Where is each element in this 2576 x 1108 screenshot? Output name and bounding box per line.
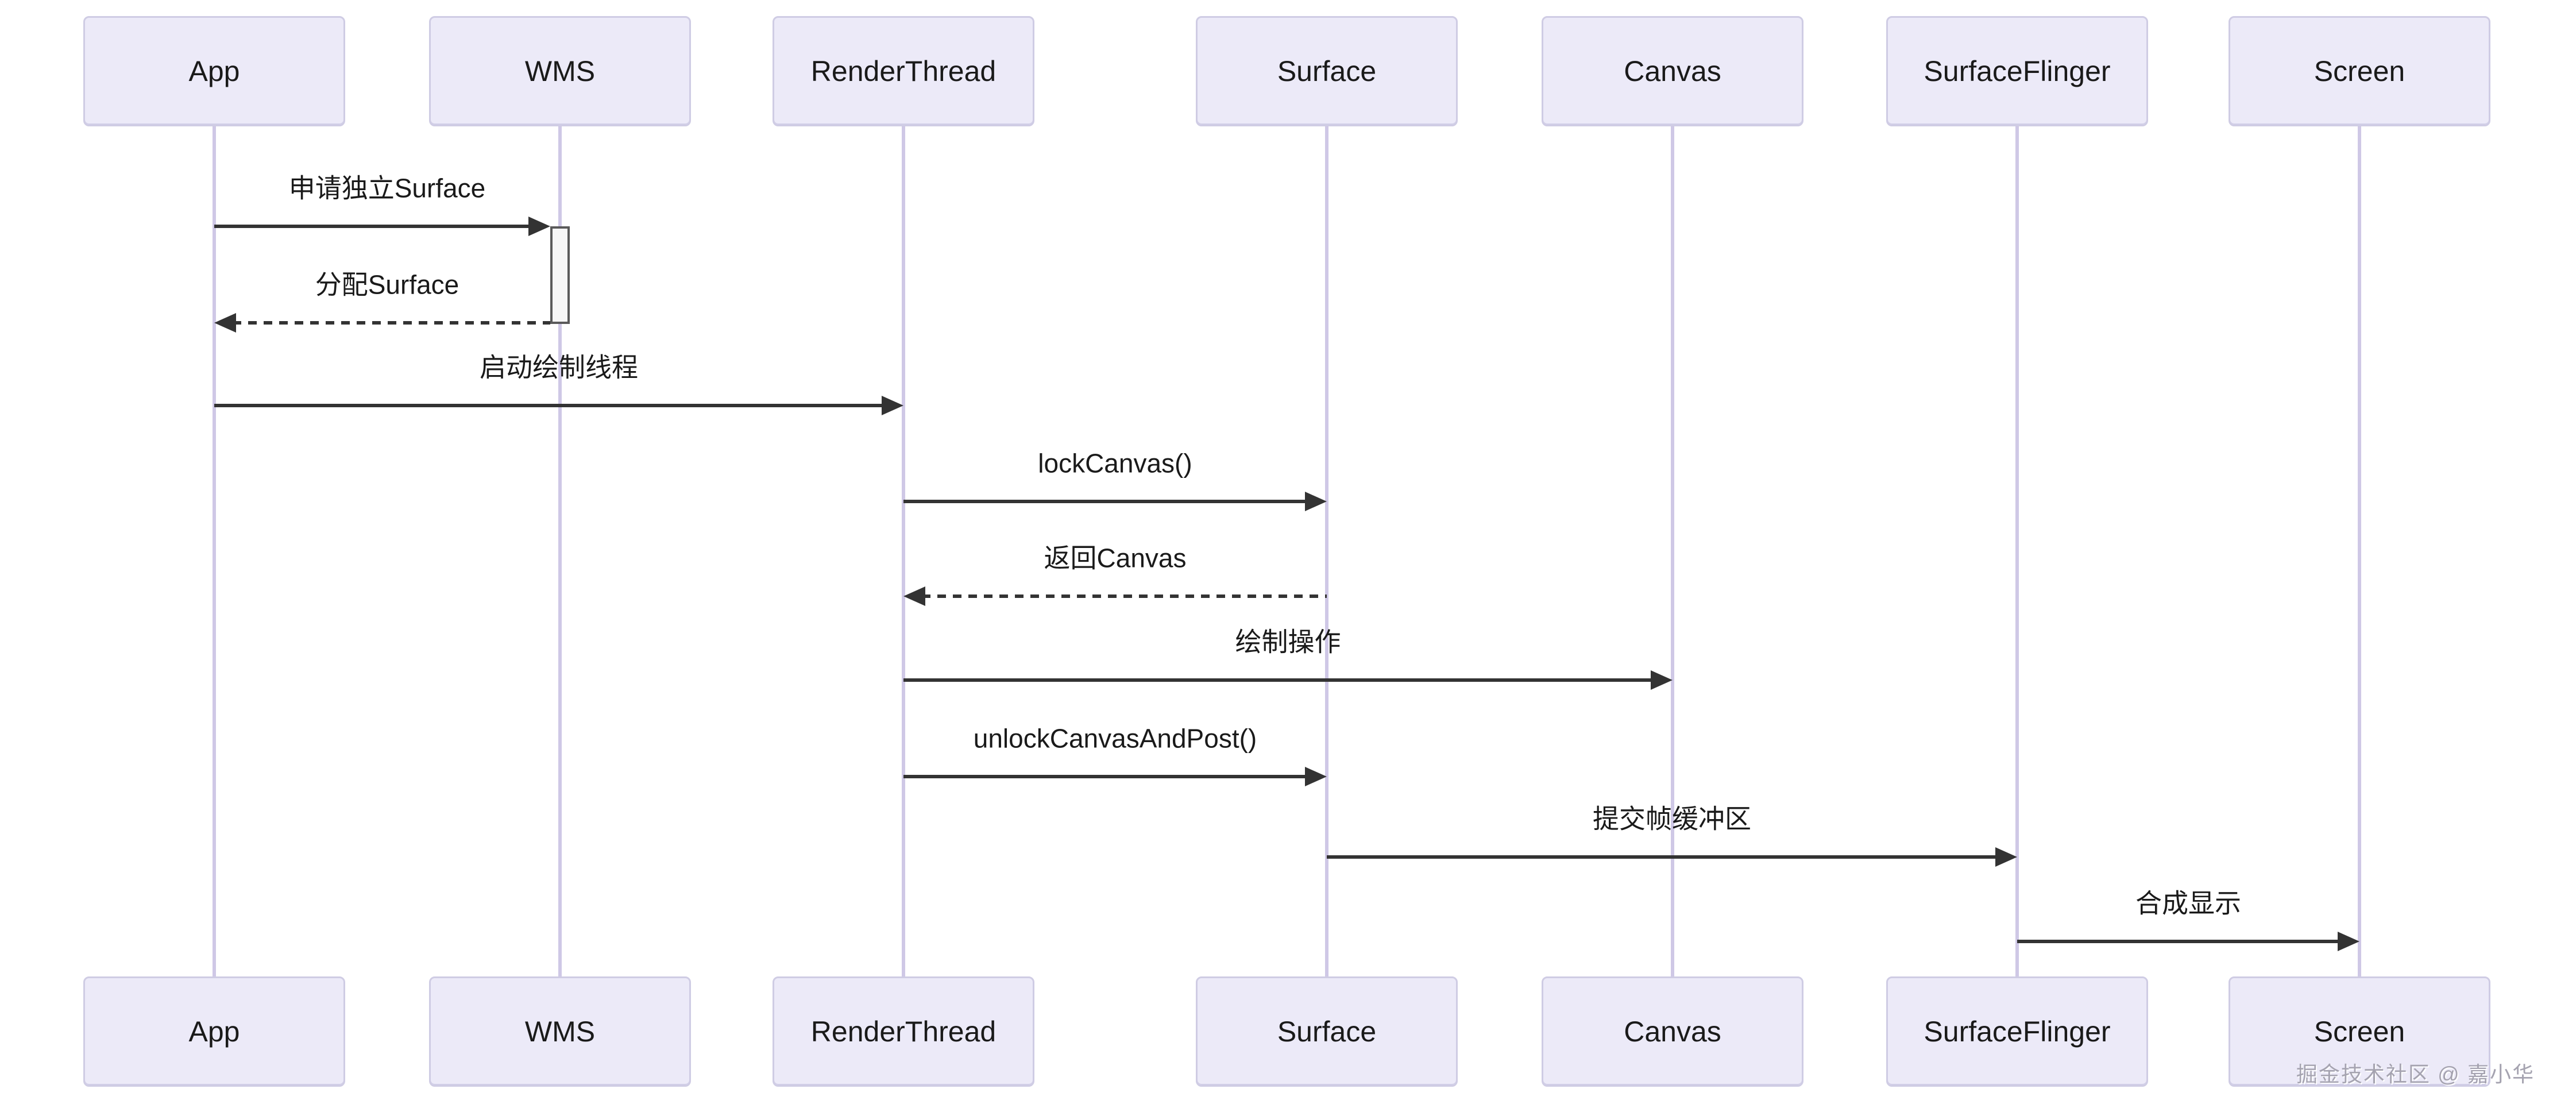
message-label-lockcanvas: lockCanvas()	[1038, 448, 1192, 478]
lifeline-app	[213, 126, 216, 976]
arrowhead-icon	[1995, 847, 2017, 867]
message-label-canvas: 返回Canvas	[1044, 543, 1187, 573]
message-line-solid	[2017, 940, 2341, 943]
lifeline-wms	[558, 126, 562, 976]
message-label-item: 启动绘制线程	[480, 352, 638, 383]
message-line-solid	[903, 500, 1308, 503]
actor-box-top-app: App	[83, 16, 345, 126]
arrowhead-icon	[1305, 767, 1327, 786]
actor-box-top-screen: Screen	[2229, 16, 2490, 126]
lifeline-screen	[2358, 126, 2361, 976]
actor-box-bottom-screen: Screen	[2229, 976, 2490, 1087]
lifeline-canvas	[1671, 126, 1674, 976]
actor-box-top-surfaceflinger: SurfaceFlinger	[1886, 16, 2148, 126]
message-line-solid	[903, 775, 1308, 778]
message-label-surface: 申请独立Surface	[288, 173, 486, 203]
message-label-item: 绘制操作	[1235, 627, 1341, 657]
message-line-solid	[903, 678, 1654, 682]
lifeline-surfaceflinger	[2015, 126, 2019, 976]
arrowhead-icon	[1305, 492, 1327, 511]
arrowhead-icon	[903, 586, 925, 606]
actor-box-top-renderthread: RenderThread	[773, 16, 1034, 126]
message-line-solid	[1327, 855, 1999, 859]
message-label-item: 提交帧缓冲区	[1593, 804, 1751, 834]
lifeline-surface	[1325, 126, 1328, 976]
message-label-item: 合成显示	[2135, 888, 2241, 918]
watermark: 掘金技术社区 @ 嘉小华	[2296, 1063, 2535, 1086]
actor-box-bottom-wms: WMS	[429, 976, 691, 1087]
arrowhead-icon	[528, 217, 550, 236]
actor-box-bottom-surface: Surface	[1196, 976, 1458, 1087]
message-label-surface: 分配Surface	[315, 269, 459, 300]
message-line-dashed	[922, 594, 1327, 598]
message-line-solid	[214, 404, 885, 407]
actor-box-bottom-renderthread: RenderThread	[773, 976, 1034, 1087]
arrowhead-icon	[2338, 932, 2359, 951]
actor-box-top-wms: WMS	[429, 16, 691, 126]
activation-bar-wms	[550, 226, 570, 324]
actor-box-top-surface: Surface	[1196, 16, 1458, 126]
actor-box-bottom-canvas: Canvas	[1542, 976, 1803, 1087]
message-line-solid	[214, 225, 532, 228]
actor-box-bottom-surfaceflinger: SurfaceFlinger	[1886, 976, 2148, 1087]
lifeline-renderthread	[902, 126, 905, 976]
arrowhead-icon	[214, 313, 236, 333]
actor-box-bottom-app: App	[83, 976, 345, 1087]
message-label-unlockcanvasandpost: unlockCanvasAndPost()	[973, 723, 1257, 754]
message-line-dashed	[233, 321, 550, 325]
actor-box-top-canvas: Canvas	[1542, 16, 1803, 126]
arrowhead-icon	[1651, 670, 1673, 690]
arrowhead-icon	[882, 396, 903, 415]
